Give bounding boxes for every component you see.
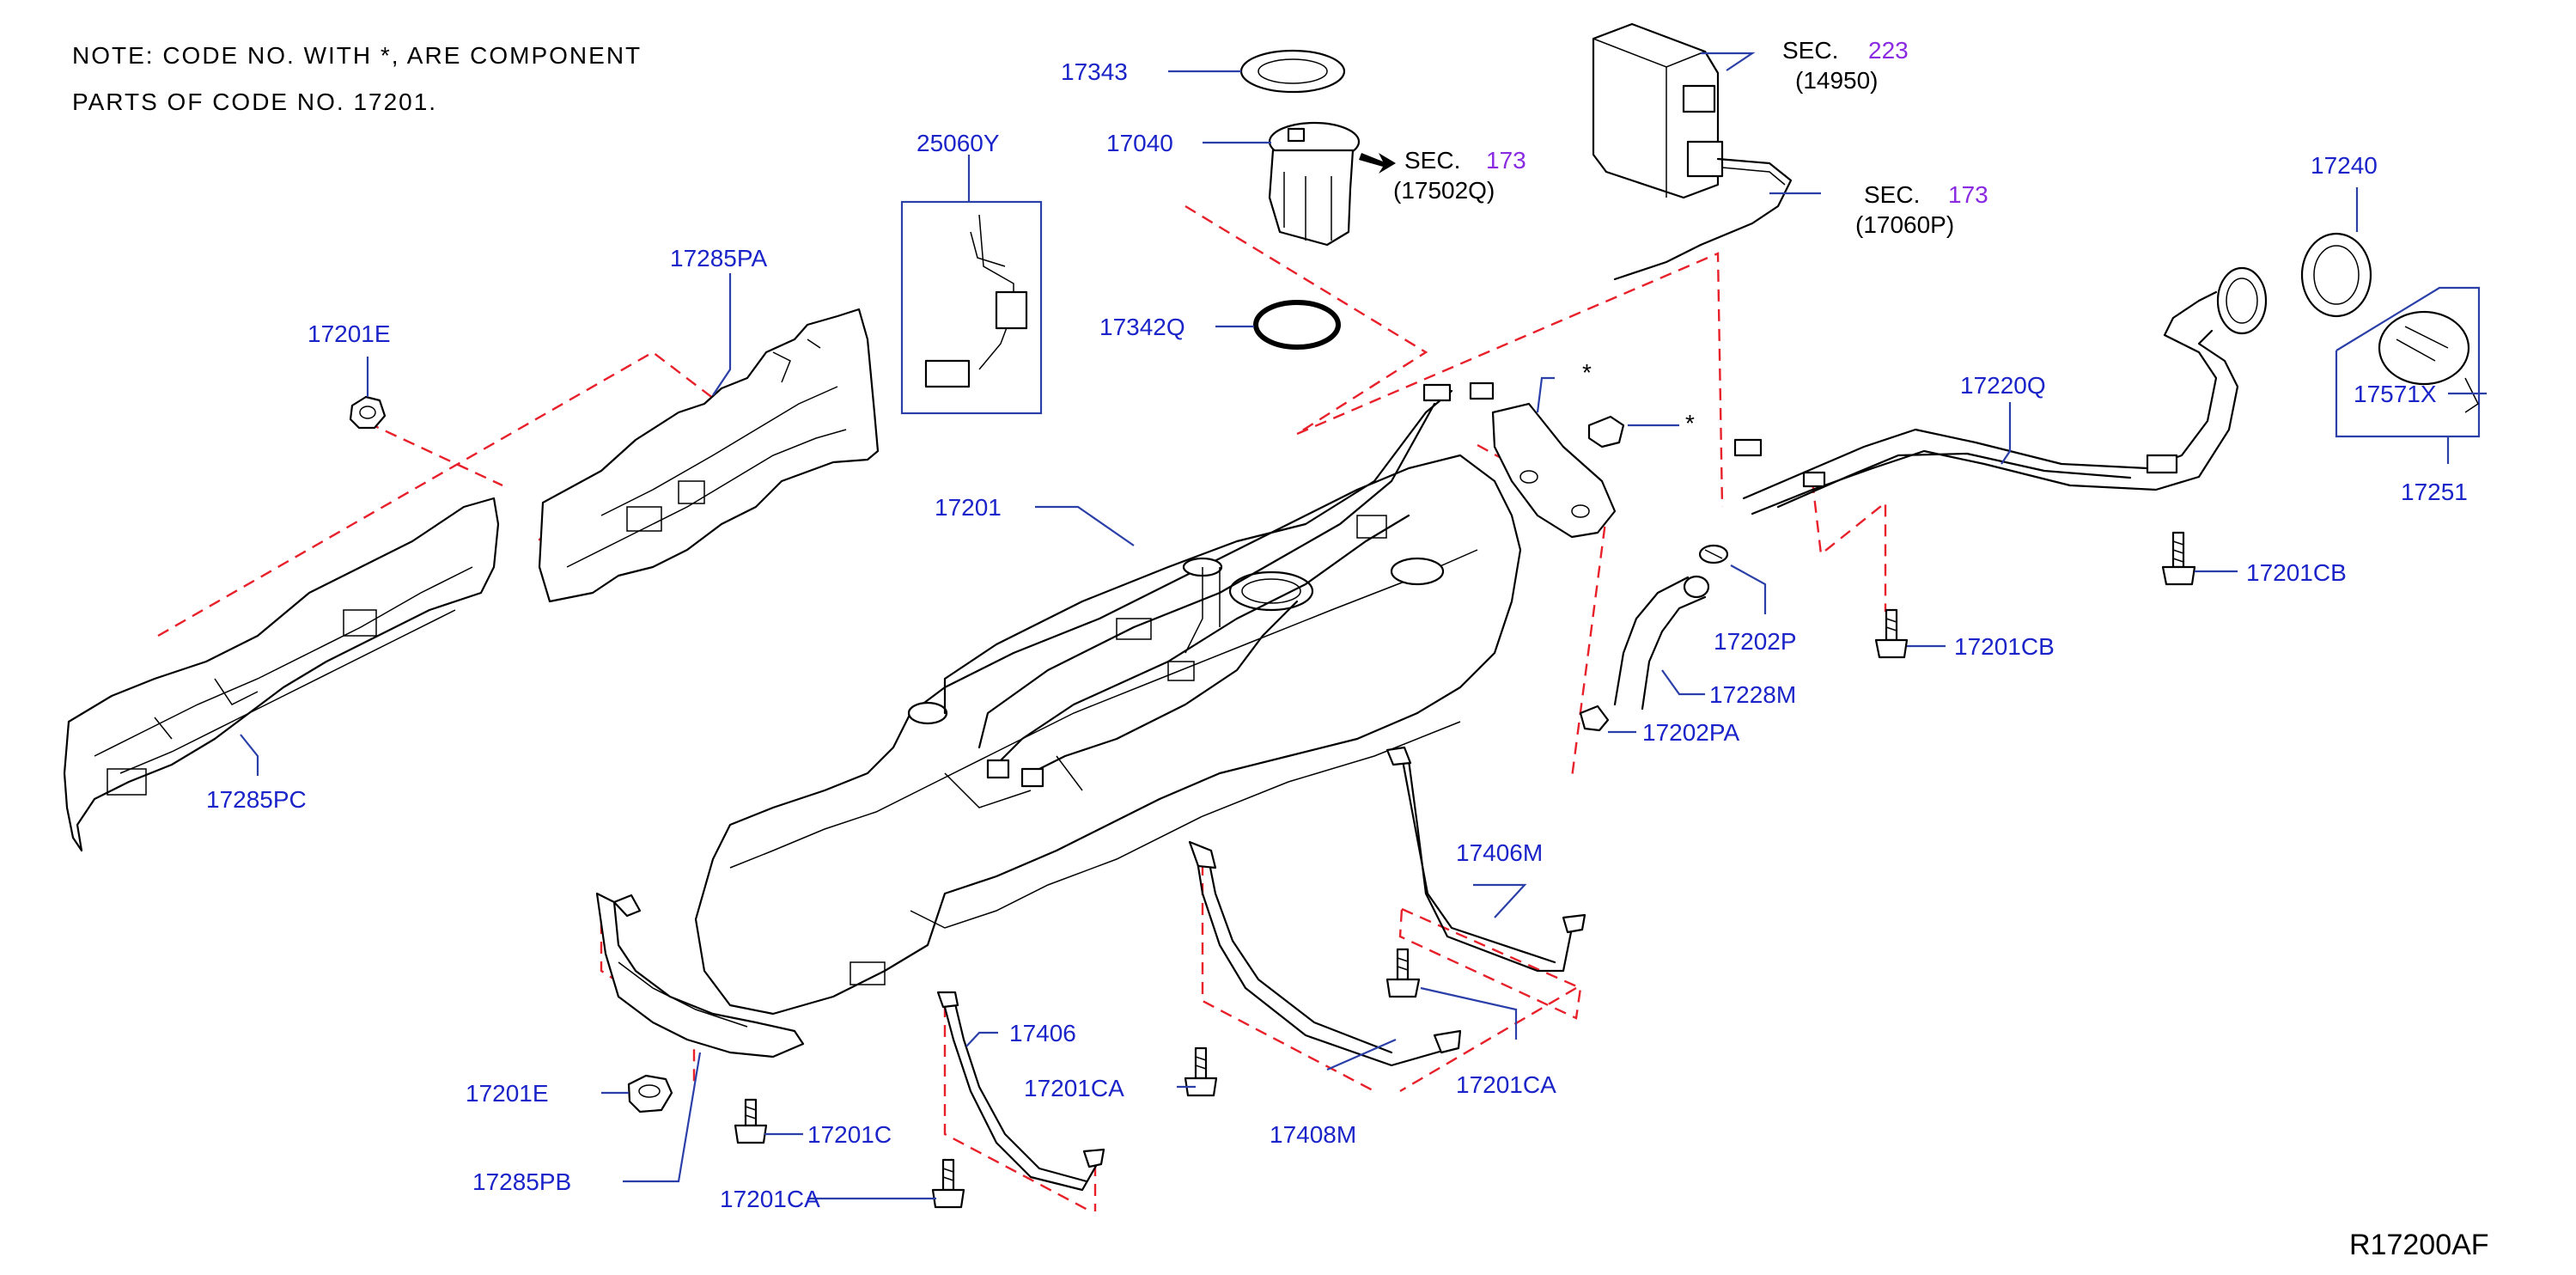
filler-tube-17220q[interactable] xyxy=(1733,266,2268,515)
gasket-17343[interactable] xyxy=(1239,49,1346,94)
hose-clamp-17202pa[interactable] xyxy=(1579,705,1610,732)
bolt-17201cb-mid[interactable] xyxy=(1874,608,1909,659)
tank-fuel-lines xyxy=(943,381,1495,788)
clip-component[interactable] xyxy=(1587,415,1625,448)
label-17285pc[interactable]: 17285PC xyxy=(206,786,307,813)
label-17202p[interactable]: 17202P xyxy=(1714,628,1797,655)
label-17201cb-mid[interactable]: 17201CB xyxy=(1954,633,2055,660)
label-17408m[interactable]: 17408M xyxy=(1270,1121,1356,1148)
sec173b-ref: (17060P) xyxy=(1855,211,1954,238)
fuel-tank-strap-17406m[interactable] xyxy=(1385,746,1586,973)
label-17201e-bottom[interactable]: 17201E xyxy=(466,1080,549,1107)
o-ring-17342Q[interactable] xyxy=(1253,300,1341,350)
label-17406m[interactable]: 17406M xyxy=(1456,839,1543,866)
filler-cap-group-17251[interactable] xyxy=(2335,286,2481,438)
hose-clamp-17202p[interactable] xyxy=(1698,544,1729,564)
note-line-1: NOTE: CODE NO. WITH *, ARE COMPONENT xyxy=(72,42,642,69)
label-17201ca-right[interactable]: 17201CA xyxy=(1456,1071,1556,1098)
label-17201cb-right[interactable]: 17201CB xyxy=(2246,559,2347,586)
label-17201ca-left[interactable]: 17201CA xyxy=(1024,1075,1124,1101)
arrow-to-sec173-icon xyxy=(1359,153,1396,174)
label-17406[interactable]: 17406 xyxy=(1009,1020,1076,1046)
label-17285pa[interactable]: 17285PA xyxy=(670,245,767,271)
label-17251[interactable]: 17251 xyxy=(2401,479,2468,505)
bolt-17201c[interactable] xyxy=(734,1098,768,1144)
label-17201e-top[interactable]: 17201E xyxy=(308,320,391,347)
sec173a-prefix: SEC. xyxy=(1404,147,1460,174)
filler-hose-17228m[interactable] xyxy=(1613,575,1710,711)
asterisk-clip: * xyxy=(1685,410,1695,436)
label-17201[interactable]: 17201 xyxy=(935,494,1002,521)
evap-canister xyxy=(1592,22,1793,281)
filler-cap-seal-17240[interactable] xyxy=(2300,232,2372,318)
label-17240[interactable]: 17240 xyxy=(2311,152,2378,179)
bolt-17201cb-right[interactable] xyxy=(2161,531,2196,586)
fuel-pump-17040[interactable] xyxy=(1268,121,1361,247)
label-17220q[interactable]: 17220Q xyxy=(1960,372,2046,399)
heat-insulator-17285pa[interactable] xyxy=(538,308,880,603)
bolt-17201ca-left[interactable] xyxy=(1184,1046,1218,1097)
sec173a-number[interactable]: 173 xyxy=(1486,147,1526,174)
fuel-tank-17201[interactable] xyxy=(694,454,1522,1016)
label-17202pa[interactable]: 17202PA xyxy=(1642,719,1739,746)
nut-17201e-bottom[interactable] xyxy=(627,1074,673,1113)
asterisk-bracket: * xyxy=(1582,359,1592,386)
part-labels: 17343 17040 25060Y 17342Q 17285PA 17201E… xyxy=(206,58,2468,1212)
sec223-number[interactable]: 223 xyxy=(1868,37,1909,64)
nut-17201e-top[interactable] xyxy=(349,395,387,430)
fuel-level-sender-25060y[interactable] xyxy=(900,200,1043,415)
fuel-tank-strap-17408m[interactable] xyxy=(1188,840,1462,1067)
label-17342q[interactable]: 17342Q xyxy=(1099,314,1185,340)
label-17571x[interactable]: 17571X xyxy=(2354,381,2437,407)
bolt-17201ca-right[interactable] xyxy=(1385,948,1421,998)
label-17201c[interactable]: 17201C xyxy=(807,1121,892,1148)
leader-lines xyxy=(240,52,2487,1200)
tank-bracket-component[interactable] xyxy=(1491,402,1617,539)
bolt-17201ca-bottom[interactable] xyxy=(931,1158,965,1209)
section-references: SEC. 223 (14950) SEC. 173 (17502Q) SEC. … xyxy=(1393,37,1988,238)
label-17285pb[interactable]: 17285PB xyxy=(472,1168,571,1195)
label-17040[interactable]: 17040 xyxy=(1106,130,1173,156)
label-17343[interactable]: 17343 xyxy=(1061,58,1128,85)
bracket-17285pb[interactable] xyxy=(595,892,805,1058)
sec223-prefix: SEC. xyxy=(1782,37,1838,64)
sec173b-number[interactable]: 173 xyxy=(1948,181,1988,208)
sec173b-prefix: SEC. xyxy=(1864,181,1920,208)
sec173a-ref: (17502Q) xyxy=(1393,177,1495,204)
diagram-code: R17200AF xyxy=(2349,1229,2489,1261)
label-25060y[interactable]: 25060Y xyxy=(917,130,1000,156)
sec223-ref: (14950) xyxy=(1795,67,1879,94)
label-17201ca-bottom[interactable]: 17201CA xyxy=(720,1186,820,1212)
label-17228m[interactable]: 17228M xyxy=(1709,681,1796,708)
note-line-2: PARTS OF CODE NO. 17201. xyxy=(72,88,437,115)
fuel-tank-strap-17406[interactable] xyxy=(936,991,1105,1192)
heat-insulator-17285pc[interactable] xyxy=(63,497,500,852)
